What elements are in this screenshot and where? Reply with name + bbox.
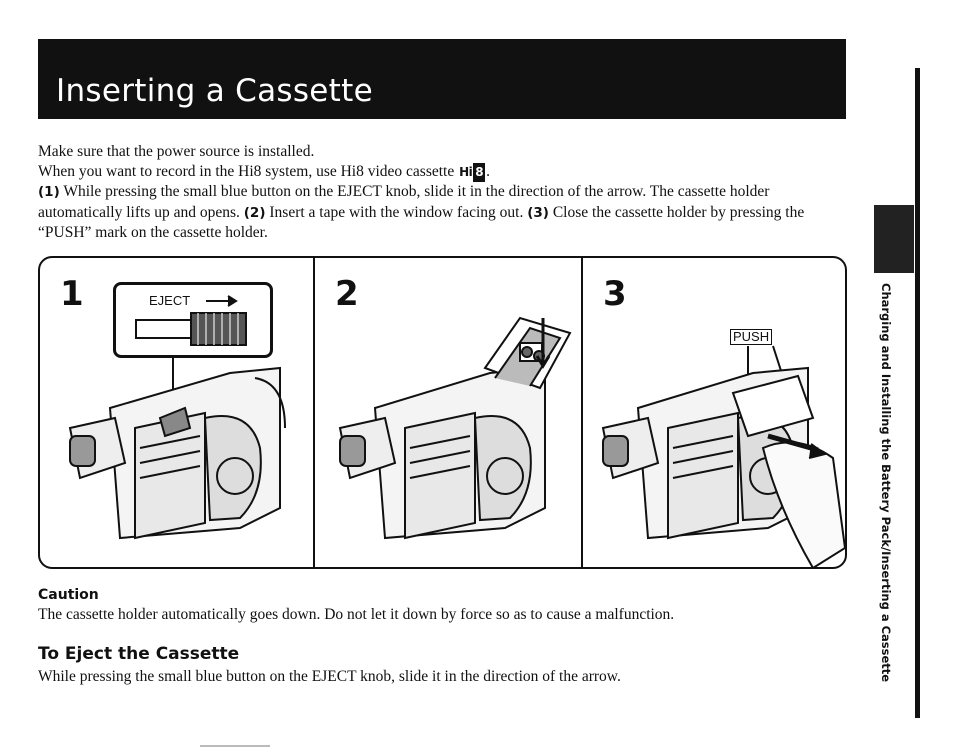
hi8-logo-8: 8 [473, 162, 486, 182]
eject-label: EJECT [149, 293, 191, 308]
step-panel-1: 1 EJECT [40, 258, 313, 567]
intro-text: Make sure that the power source is insta… [38, 142, 838, 243]
eject-knob-detail [135, 295, 247, 346]
intro-step3-num: (3) [527, 204, 549, 221]
footer-mark [200, 745, 270, 747]
camcorder-eject-illustration [68, 358, 286, 540]
step-number-1: 1 [60, 274, 84, 314]
intro-step2-text: Insert a tape with the window facing out… [265, 203, 528, 221]
step-number-2: 2 [335, 274, 359, 314]
step-panel-2: 2 [313, 258, 583, 567]
intro-line-power: Make sure that the power source is insta… [38, 143, 315, 160]
caution-heading: Caution [38, 587, 99, 603]
camcorder-insert-tape-illustration [338, 316, 572, 540]
intro-hi8-text: When you want to record in the Hi8 syste… [38, 162, 455, 180]
side-rule [915, 68, 920, 718]
eject-section-text: While pressing the small blue button on … [38, 668, 621, 685]
intro-step2-num: (2) [243, 204, 266, 221]
intro-step3-text: Close the cassette holder by pressing th… [38, 203, 805, 242]
hi8-logo-hi: Hi [459, 164, 473, 179]
step-panel-3: 3 PUSH [581, 258, 845, 567]
intro-step1-num: (1) [38, 184, 60, 200]
camcorder-close-holder-illustration [601, 345, 845, 567]
push-mark-callout: PUSH [730, 329, 773, 345]
intro-steps: (1) While pressing the small blue button… [38, 182, 838, 243]
intro-step1-text: While pressing the small blue button on … [38, 183, 770, 221]
steps-illustration-box: 1 EJECT [38, 256, 847, 569]
intro-line-hi8: When you want to record in the Hi8 syste… [38, 162, 838, 182]
intro-hi8-end: . [486, 162, 491, 180]
title-bar: Inserting a Cassette [38, 39, 846, 119]
section-tab-marker [874, 205, 914, 273]
eject-section-heading: To Eject the Cassette [38, 644, 240, 664]
eject-knob-callout: EJECT [113, 282, 273, 358]
page-title: Inserting a Cassette [56, 73, 373, 109]
step-number-3: 3 [603, 274, 627, 314]
caution-text: The cassette holder automatically goes d… [38, 606, 675, 623]
section-vertical-label: Charging and Installing the Battery Pack… [879, 283, 893, 683]
